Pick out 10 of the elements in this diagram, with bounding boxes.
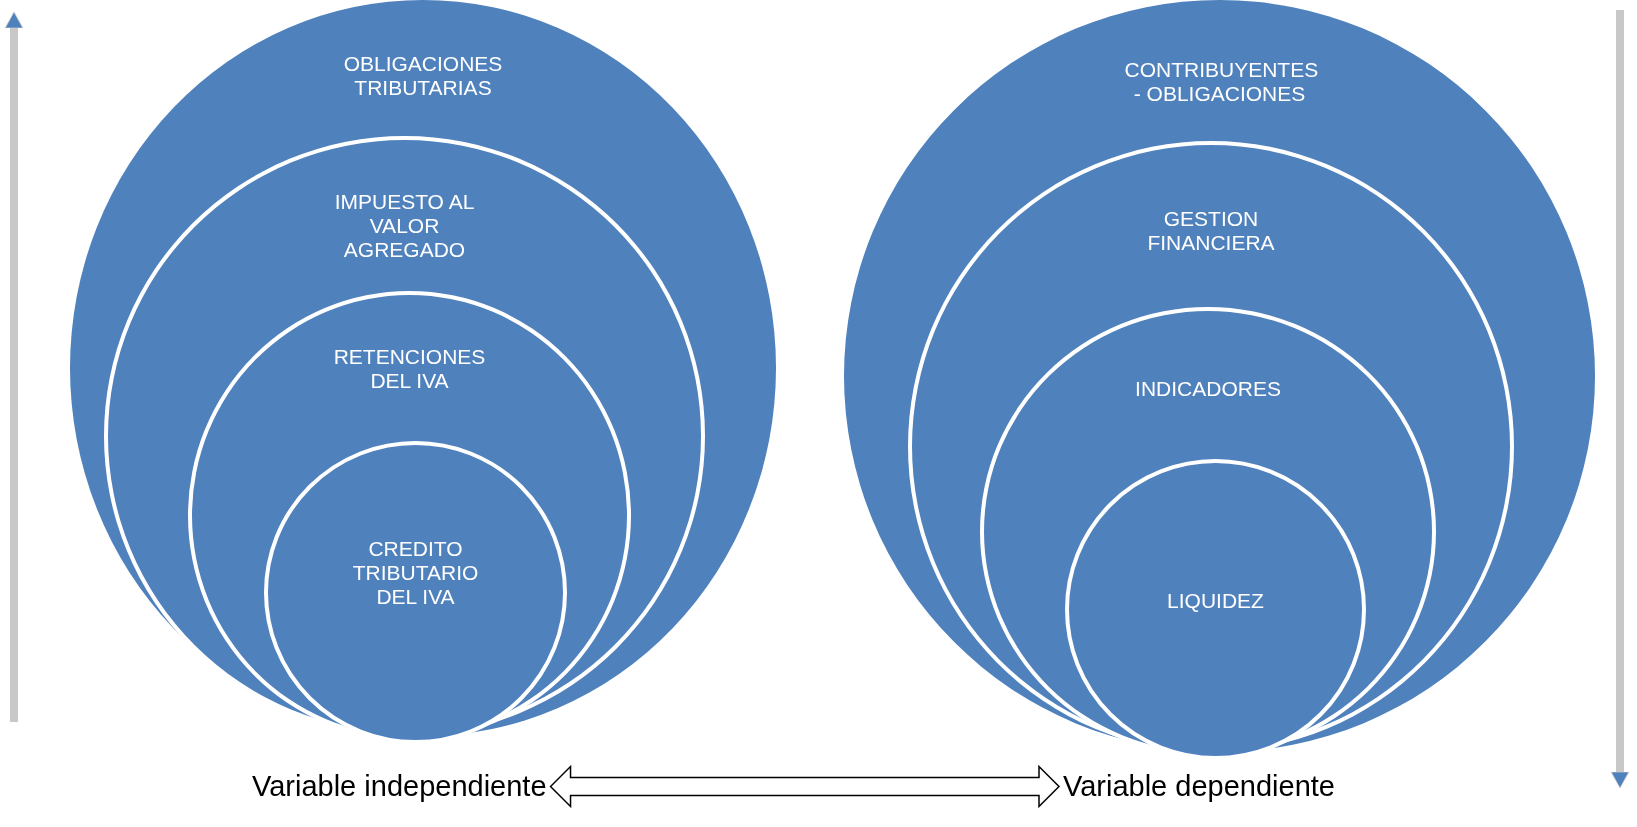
circle-label: IMPUESTO AL VALOR AGREGADO [333, 190, 476, 262]
circle-label: OBLIGACIONES TRIBUTARIAS [342, 52, 504, 100]
circle-label: RETENCIONES DEL IVA [332, 345, 487, 393]
circle-label: GESTION FINANCIERA [1146, 207, 1276, 255]
variable-caption: Variable independiente [252, 770, 547, 803]
circle-label: INDICADORES [1134, 377, 1282, 401]
circle-label: LIQUIDEZ [1166, 589, 1265, 613]
double-arrow [549, 764, 1061, 809]
circle-label: CREDITO TRIBUTARIO DEL IVA [351, 537, 480, 609]
variable-caption: Variable dependiente [1063, 770, 1335, 803]
